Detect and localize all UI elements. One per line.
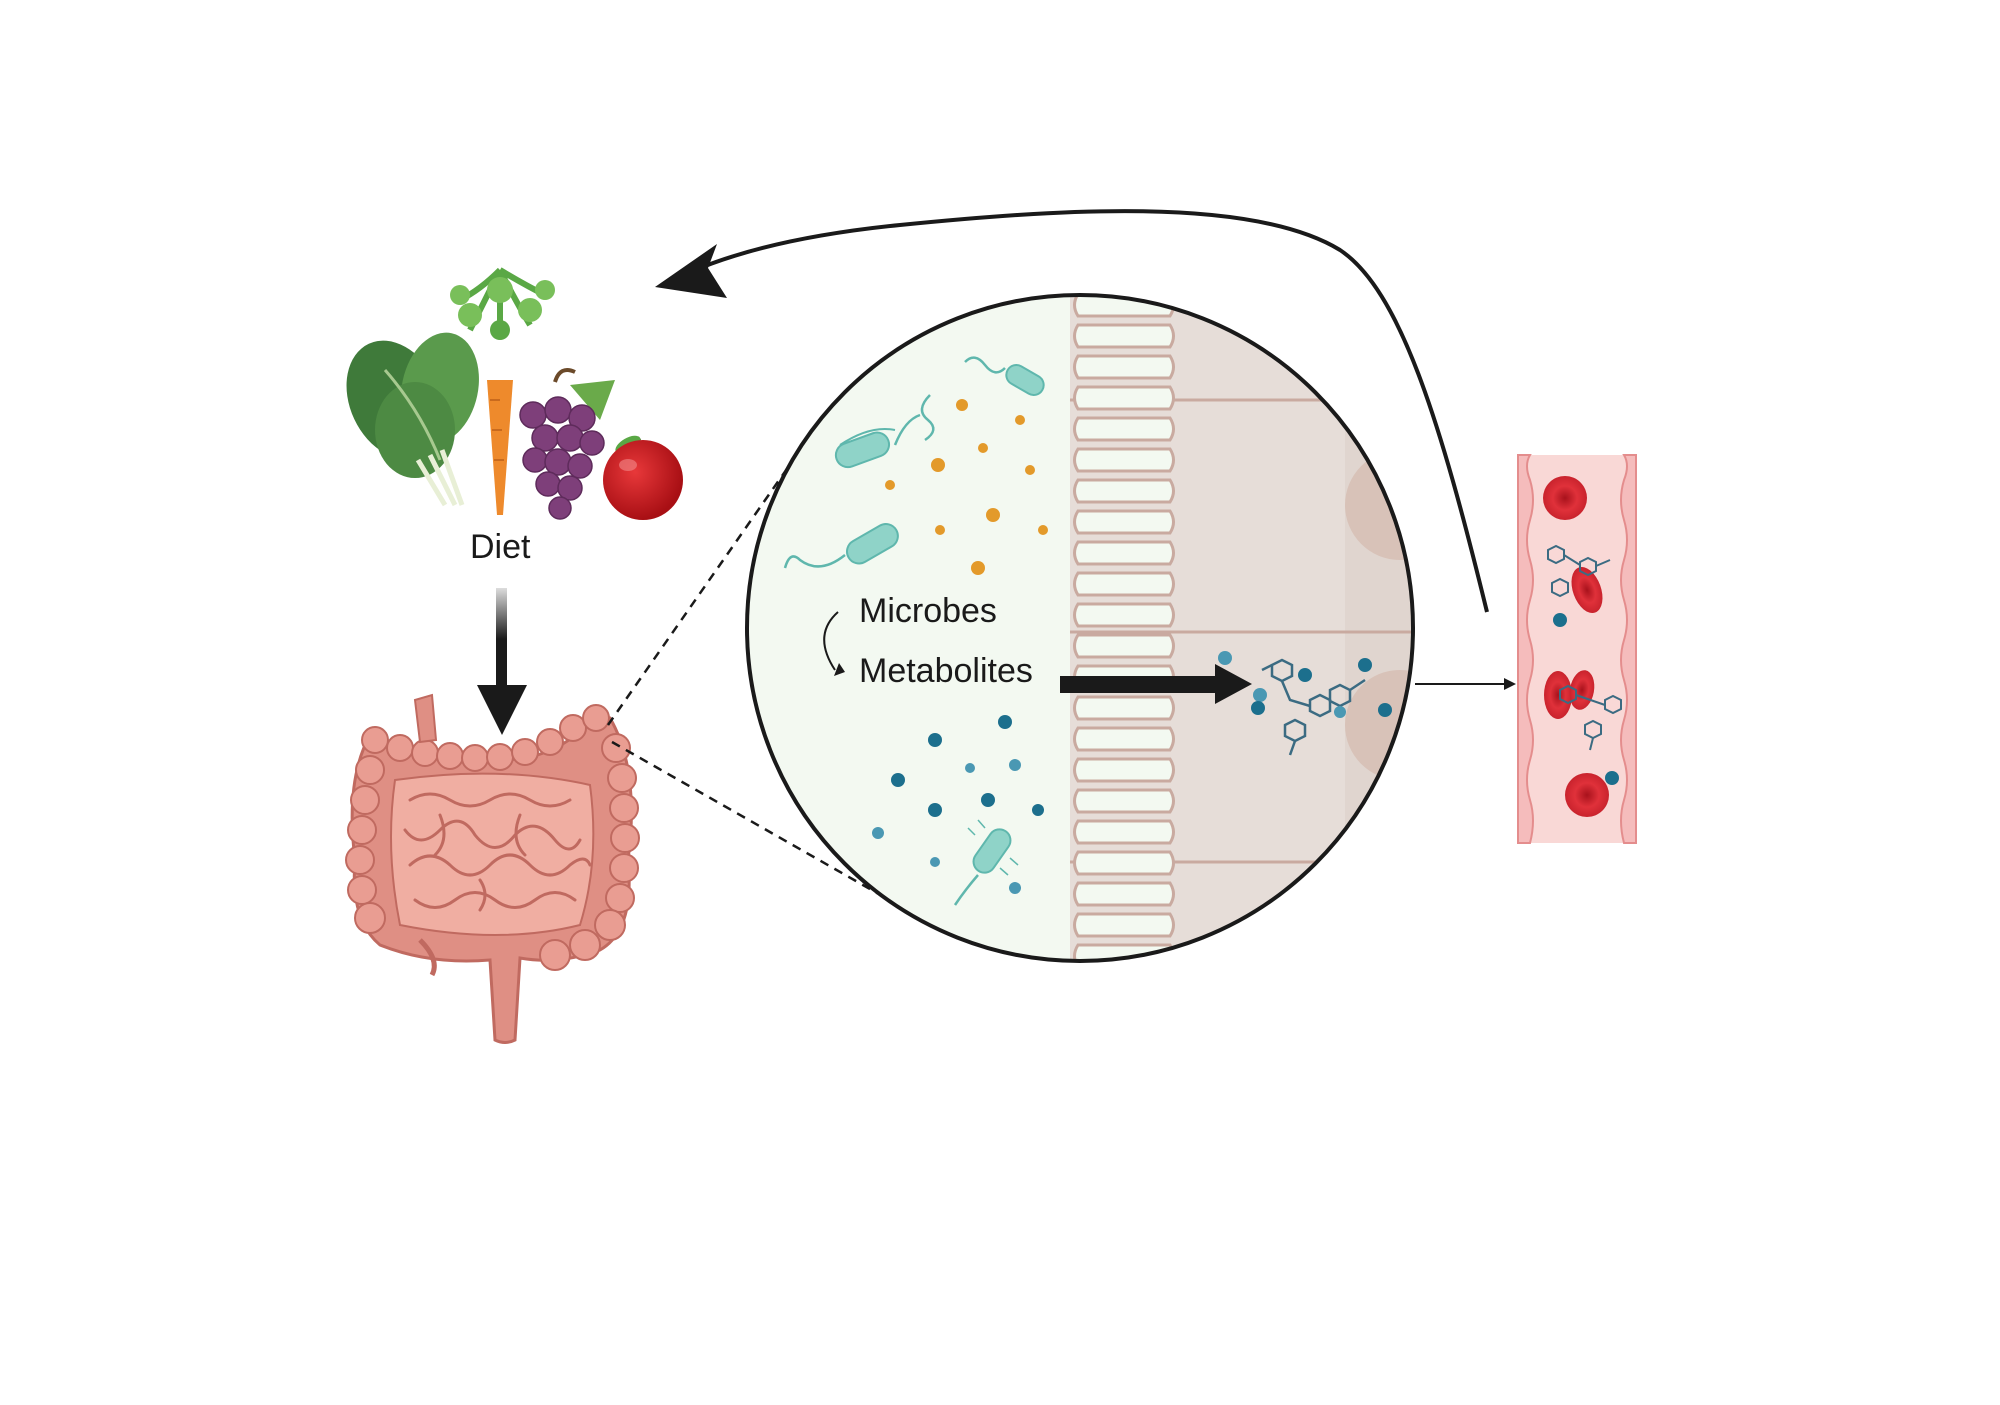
grapes-icon <box>519 368 615 520</box>
microvillus <box>1073 912 1175 938</box>
nucleus <box>1345 450 1413 560</box>
absorption-arrow-shaft <box>1060 676 1220 693</box>
microvillus <box>1073 788 1175 814</box>
microvillus <box>1073 540 1175 566</box>
zoom-line-bottom <box>611 740 899 907</box>
to-blood-arrowhead <box>1504 678 1516 690</box>
bacteria-icon <box>783 356 1045 906</box>
microvillus <box>1073 881 1175 907</box>
conversion-arrowhead <box>834 663 845 676</box>
intestine-icon <box>345 693 640 1044</box>
feedback-arrowhead <box>655 244 727 298</box>
microvillus <box>1073 478 1175 504</box>
red-blood-cell-icon <box>1543 476 1609 817</box>
microbes-label: Microbes <box>859 592 997 630</box>
absorption-arrowhead <box>1215 664 1252 704</box>
microvillus <box>1073 757 1175 783</box>
molecule-icon <box>1261 658 1366 756</box>
blood-metabolites <box>1547 544 1622 785</box>
absorbed-blue-metabolites <box>1218 651 1392 718</box>
microvillus <box>1073 323 1175 349</box>
apple-icon <box>603 435 683 520</box>
feedback-arrow <box>699 209 1489 613</box>
conversion-arrow <box>823 611 839 671</box>
microvillus <box>1073 850 1175 876</box>
microvillus <box>1073 602 1175 628</box>
microvilli <box>1073 295 1175 961</box>
zoom-circle-outline <box>745 293 1415 963</box>
diet-label: Diet <box>470 528 531 566</box>
leafy-greens-icon <box>346 332 479 507</box>
microvillus <box>1073 571 1175 597</box>
blue-metabolites <box>872 715 1044 894</box>
diet-to-gut-arrow-shaft <box>496 588 507 690</box>
microvillus <box>1073 447 1175 473</box>
microvillus <box>1073 509 1175 535</box>
microvillus <box>1073 726 1175 752</box>
microvillus <box>1073 943 1175 961</box>
gut-lumen-zoom <box>747 295 1413 961</box>
microvillus <box>1073 695 1175 721</box>
microvillus <box>1073 633 1175 659</box>
microvillus <box>1073 354 1175 380</box>
microvillus <box>1073 416 1175 442</box>
microvillus <box>1073 385 1175 411</box>
carrot-icon <box>450 267 555 515</box>
diet-to-gut-arrowhead <box>477 685 527 735</box>
metabolites-label: Metabolites <box>859 652 1033 690</box>
orange-metabolites <box>885 399 1048 575</box>
microvillus <box>1073 819 1175 845</box>
